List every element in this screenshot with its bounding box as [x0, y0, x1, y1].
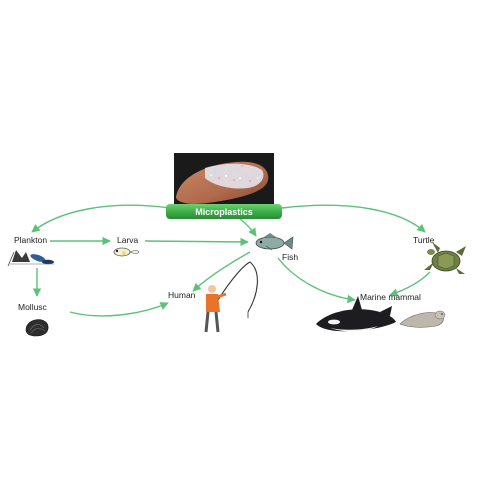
- seal-icon: [399, 310, 446, 328]
- larva-icon: [113, 247, 140, 257]
- marine-mammal-node: Marine mammal: [316, 292, 446, 332]
- fish-label: Fish: [282, 252, 298, 262]
- edge-fish-human: [192, 251, 251, 292]
- edge-microplastics-plankton: [31, 204, 171, 233]
- fish-icon: [255, 233, 294, 251]
- plankton-label: Plankton: [14, 235, 47, 245]
- turtle-node: Turtle: [413, 235, 466, 274]
- mollusc-label: Mollusc: [18, 302, 48, 312]
- edges: [31, 204, 431, 317]
- microplastics-banner: [166, 204, 282, 219]
- turtle-icon: [424, 242, 466, 274]
- human-label: Human: [168, 290, 196, 300]
- plankton-node: Plankton: [7, 235, 54, 267]
- edge-turtle-marine-mammal: [389, 271, 431, 297]
- mollusc-shell-icon: [25, 319, 49, 337]
- orca-icon: [316, 296, 396, 332]
- edge-mollusc-human: [69, 302, 169, 317]
- larva-node: Larva: [113, 235, 140, 257]
- edge-microplastics-turtle: [281, 204, 426, 233]
- fish-node: Fish: [255, 233, 298, 262]
- marine-mammal-label: Marine mammal: [360, 292, 421, 302]
- fisherman-icon: [204, 261, 258, 333]
- microplastics-on-fingertip-photo: [174, 153, 274, 207]
- mollusc-node: Mollusc: [18, 302, 49, 337]
- turtle-label: Turtle: [413, 235, 435, 245]
- larva-label: Larva: [117, 235, 139, 245]
- microplastics-node: Microplastics: [166, 153, 282, 219]
- edge-microplastics-fish: [239, 218, 257, 237]
- edge-larva-fish: [144, 237, 249, 247]
- edge-fish-marine-mammal: [277, 257, 356, 304]
- plankton-icon: [7, 250, 54, 267]
- human-node: Human: [168, 261, 258, 333]
- microplastics-title: Microplastics: [195, 207, 253, 217]
